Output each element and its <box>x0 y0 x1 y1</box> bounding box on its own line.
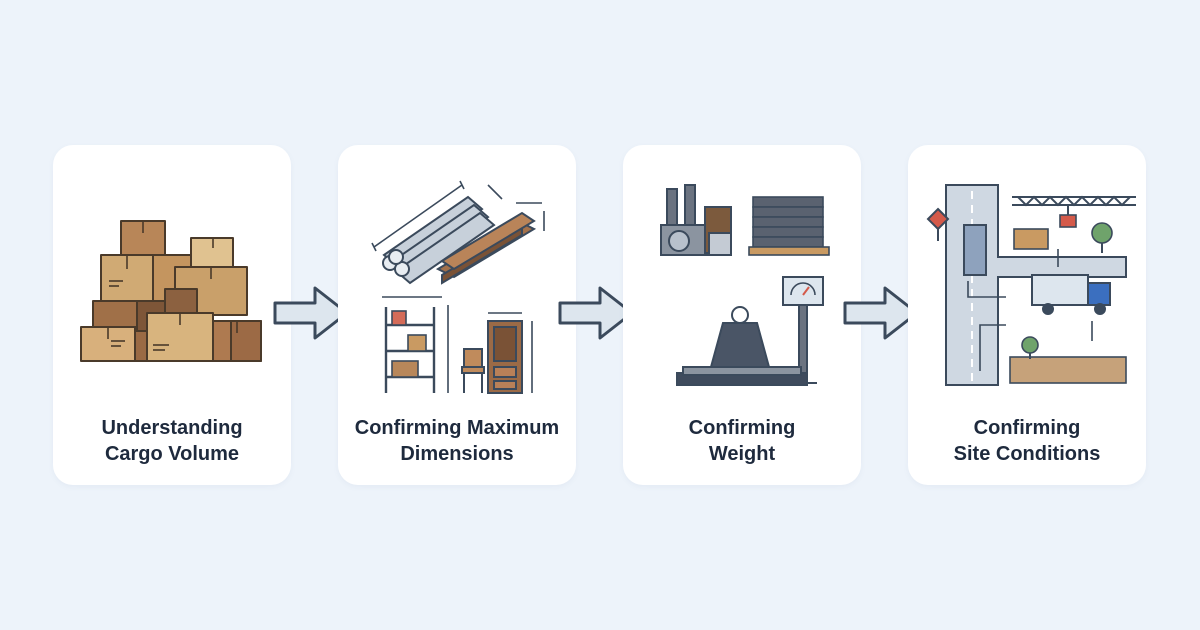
step-card-cargo-volume: Understanding Cargo Volume <box>53 145 291 485</box>
dimensions-measure-icon <box>371 180 545 394</box>
site-map-icon <box>926 184 1136 386</box>
step-label-line: Understanding <box>101 417 243 439</box>
step-label: Understanding Cargo Volume <box>61 415 283 467</box>
step-label-line: Site Conditions <box>953 443 1101 465</box>
arrow-right-icon <box>273 286 349 340</box>
arrow-right-icon <box>843 286 919 340</box>
cargo-boxes-icon <box>80 220 262 362</box>
step-label-line: Weight <box>708 443 776 465</box>
arrow-right-icon <box>558 286 634 340</box>
step-label: Confirming Weight <box>631 415 853 467</box>
step-label: Confirming Site Conditions <box>916 415 1138 467</box>
step-label-line: Confirming <box>973 417 1081 439</box>
step-card-site-conditions: Confirming Site Conditions <box>908 145 1146 485</box>
weighing-scale-icon <box>660 184 830 386</box>
step-label-line: Confirming Maximum <box>354 417 560 439</box>
step-label-line: Cargo Volume <box>104 443 240 465</box>
step-label-line: Dimensions <box>400 443 514 465</box>
step-card-max-dimensions: Confirming Maximum Dimensions <box>338 145 576 485</box>
step-label: Confirming Maximum Dimensions <box>346 415 568 467</box>
step-label-line: Confirming <box>688 417 796 439</box>
step-card-weight: Confirming Weight <box>623 145 861 485</box>
